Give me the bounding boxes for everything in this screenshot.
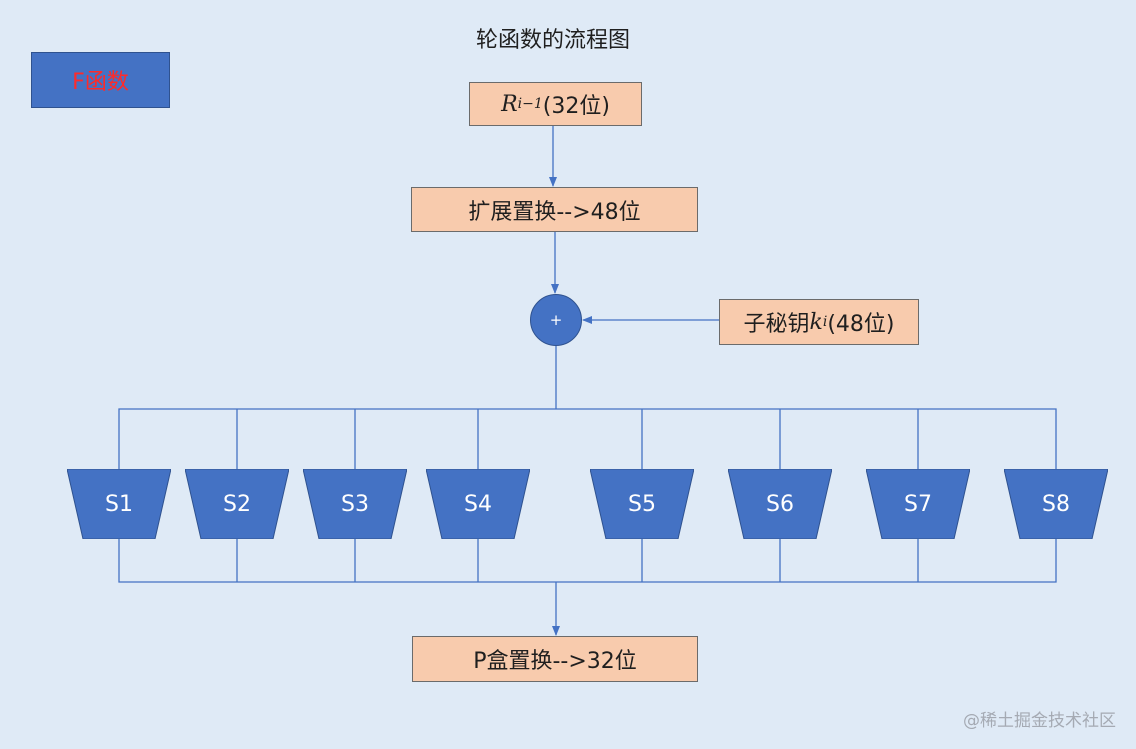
top-bus <box>118 408 1057 469</box>
sbox-6: S6 <box>728 469 832 539</box>
r-sub: i−1 <box>517 96 543 112</box>
bottom-bus <box>118 539 1057 583</box>
sbox-label: S8 <box>1042 491 1070 517</box>
key-var: k <box>809 309 823 335</box>
sbox-2: S2 <box>185 469 289 539</box>
sbox-label: S5 <box>628 491 656 517</box>
sbox-label: S3 <box>341 491 369 517</box>
r-suffix: (32位) <box>542 94 610 119</box>
sbox-5: S5 <box>590 469 694 539</box>
key-sub: i <box>822 314 828 330</box>
sbox-4: S4 <box>426 469 530 539</box>
sbox-label: S6 <box>766 491 794 517</box>
sbox-label: S1 <box>105 491 133 517</box>
sbox-1: S1 <box>67 469 171 539</box>
f-function-label: F函数 <box>31 52 170 108</box>
expansion-permutation-box: 扩展置换-->48位 <box>411 187 698 232</box>
sbox-3: S3 <box>303 469 407 539</box>
sbox-label: S2 <box>223 491 251 517</box>
key-prefix: 子秘钥 <box>743 312 810 337</box>
diagram-title: 轮函数的流程图 <box>475 28 630 53</box>
sbox-label: S7 <box>904 491 932 517</box>
watermark: @稀土掘金技术社区 <box>963 711 1116 731</box>
sbox-label: S4 <box>464 491 492 517</box>
p-box-permutation: P盒置换-->32位 <box>412 636 698 682</box>
key-suffix: (48位) <box>827 312 895 337</box>
xor-node: + <box>530 294 582 346</box>
sbox-7: S7 <box>866 469 970 539</box>
sbox-8: S8 <box>1004 469 1108 539</box>
r-var: R <box>501 91 518 117</box>
